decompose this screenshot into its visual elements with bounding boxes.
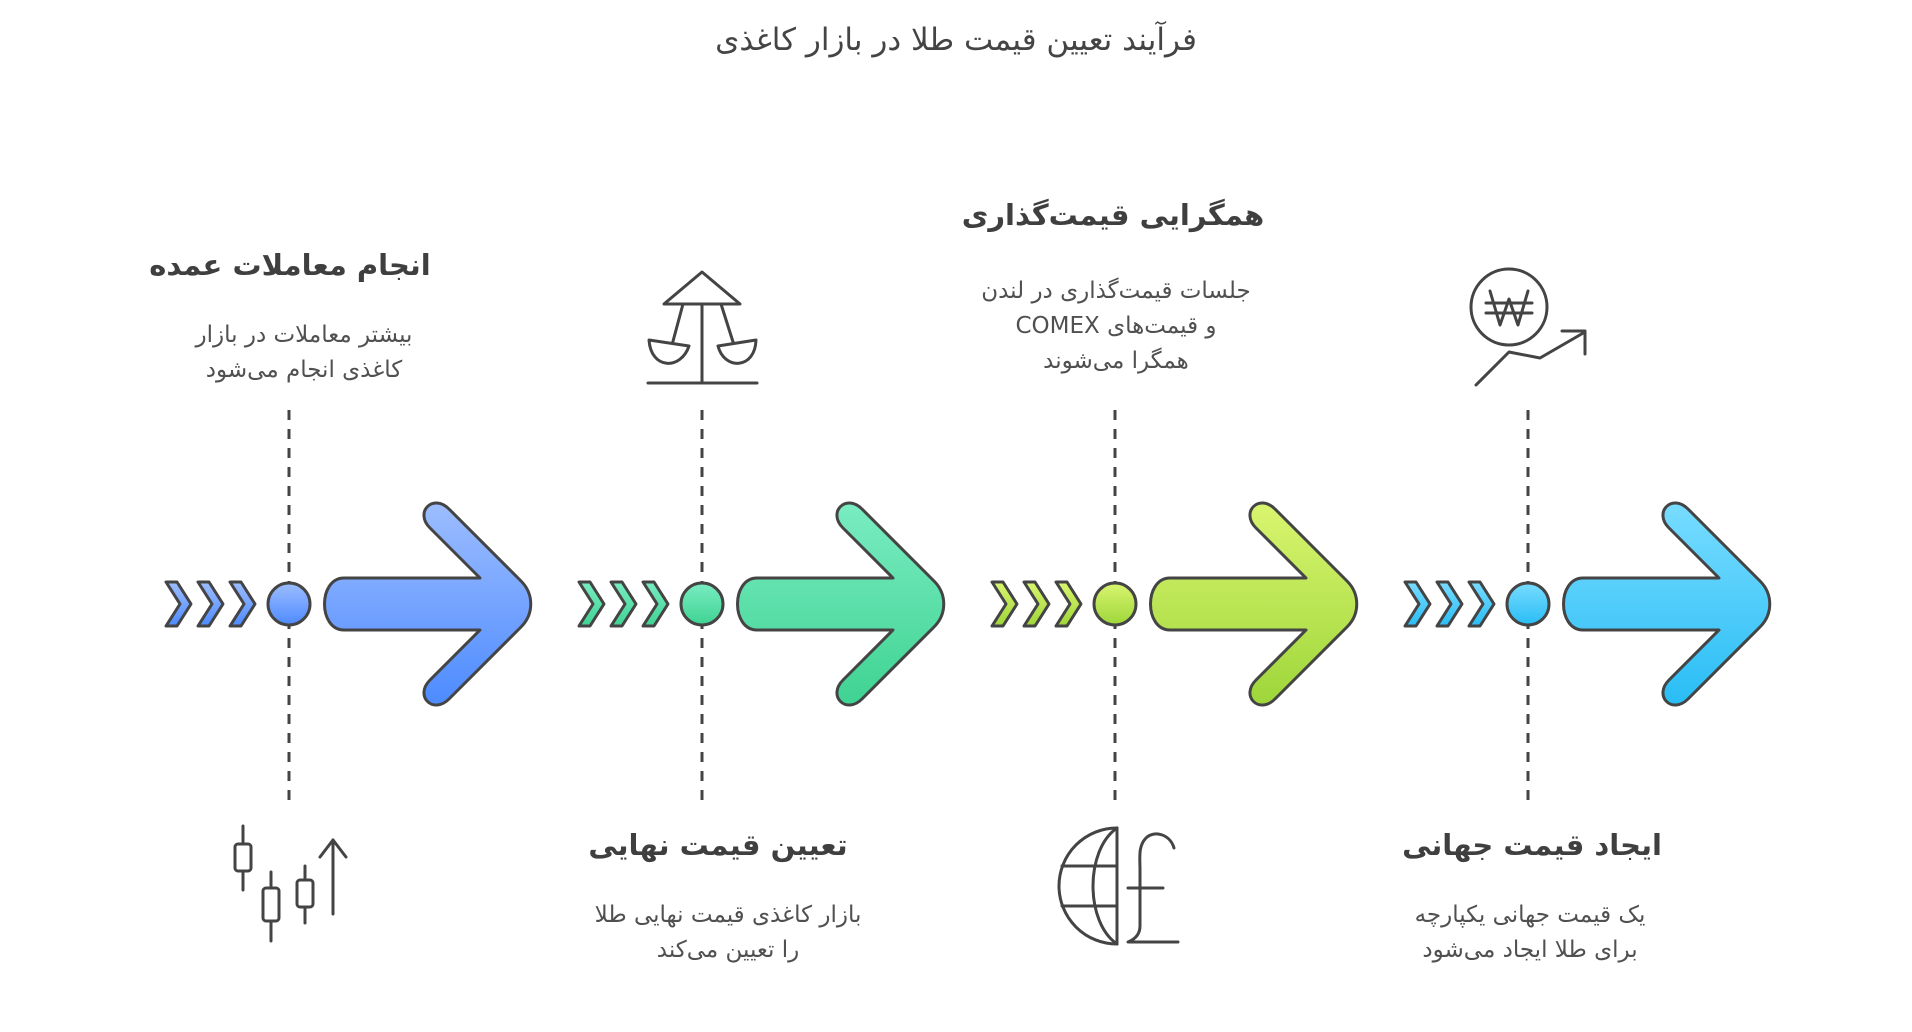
arrow-shape xyxy=(736,501,946,707)
description-line: یک قیمت جهانی یکپارچه xyxy=(1414,902,1646,928)
milestone-dot xyxy=(266,581,312,627)
step-1 xyxy=(164,410,533,943)
step-title: انجام معاملات عمده xyxy=(149,248,431,282)
page-title: فرآیند تعیین قیمت طلا در بازار کاغذی xyxy=(715,22,1197,58)
chevron-marks xyxy=(1403,580,1496,628)
step-title: تعیین قیمت نهایی xyxy=(588,828,848,862)
description-line: بیشتر معاملات در بازار xyxy=(195,322,413,348)
step-description: بیشتر معاملات در بازار کاغذی انجام می‌شو… xyxy=(114,318,494,388)
step-3 xyxy=(990,410,1359,946)
globe-pound-icon xyxy=(1057,826,1180,946)
milestone-dot xyxy=(1505,581,1551,627)
step-title: ایجاد قیمت جهانی xyxy=(1402,828,1662,862)
candlestick-chart-icon xyxy=(233,824,348,943)
description-line: جلسات قیمت‌گذاری در لندن xyxy=(981,278,1251,304)
arrow-shape xyxy=(1562,501,1772,707)
won-trend-up-icon xyxy=(1469,267,1587,387)
description-line: بازار کاغذی قیمت نهایی طلا xyxy=(594,902,862,928)
step-title: همگرایی قیمت‌گذاری xyxy=(961,198,1265,232)
chevron-marks xyxy=(164,580,257,628)
balance-scale-icon xyxy=(646,270,759,385)
step-2 xyxy=(577,270,946,800)
chevron-marks xyxy=(990,580,1083,628)
step-description: یک قیمت جهانی یکپارچه برای طلا ایجاد می‌… xyxy=(1340,898,1720,968)
chevron-marks xyxy=(577,580,670,628)
step-description: جلسات قیمت‌گذاری در لندن و قیمت‌های COME… xyxy=(926,274,1306,379)
step-description: بازار کاغذی قیمت نهایی طلا را تعیین می‌ک… xyxy=(538,898,918,968)
arrow-shape xyxy=(1149,501,1359,707)
description-line: و قیمت‌های COMEX xyxy=(1015,313,1217,339)
arrow-shape xyxy=(323,501,533,707)
step-4 xyxy=(1403,267,1772,800)
description-line: برای طلا ایجاد می‌شود xyxy=(1422,937,1638,963)
milestone-dot xyxy=(679,581,725,627)
description-line: همگرا می‌شوند xyxy=(1043,348,1189,374)
milestone-dot xyxy=(1092,581,1138,627)
description-line: را تعیین می‌کند xyxy=(656,937,800,963)
description-line: کاغذی انجام می‌شود xyxy=(205,357,403,383)
